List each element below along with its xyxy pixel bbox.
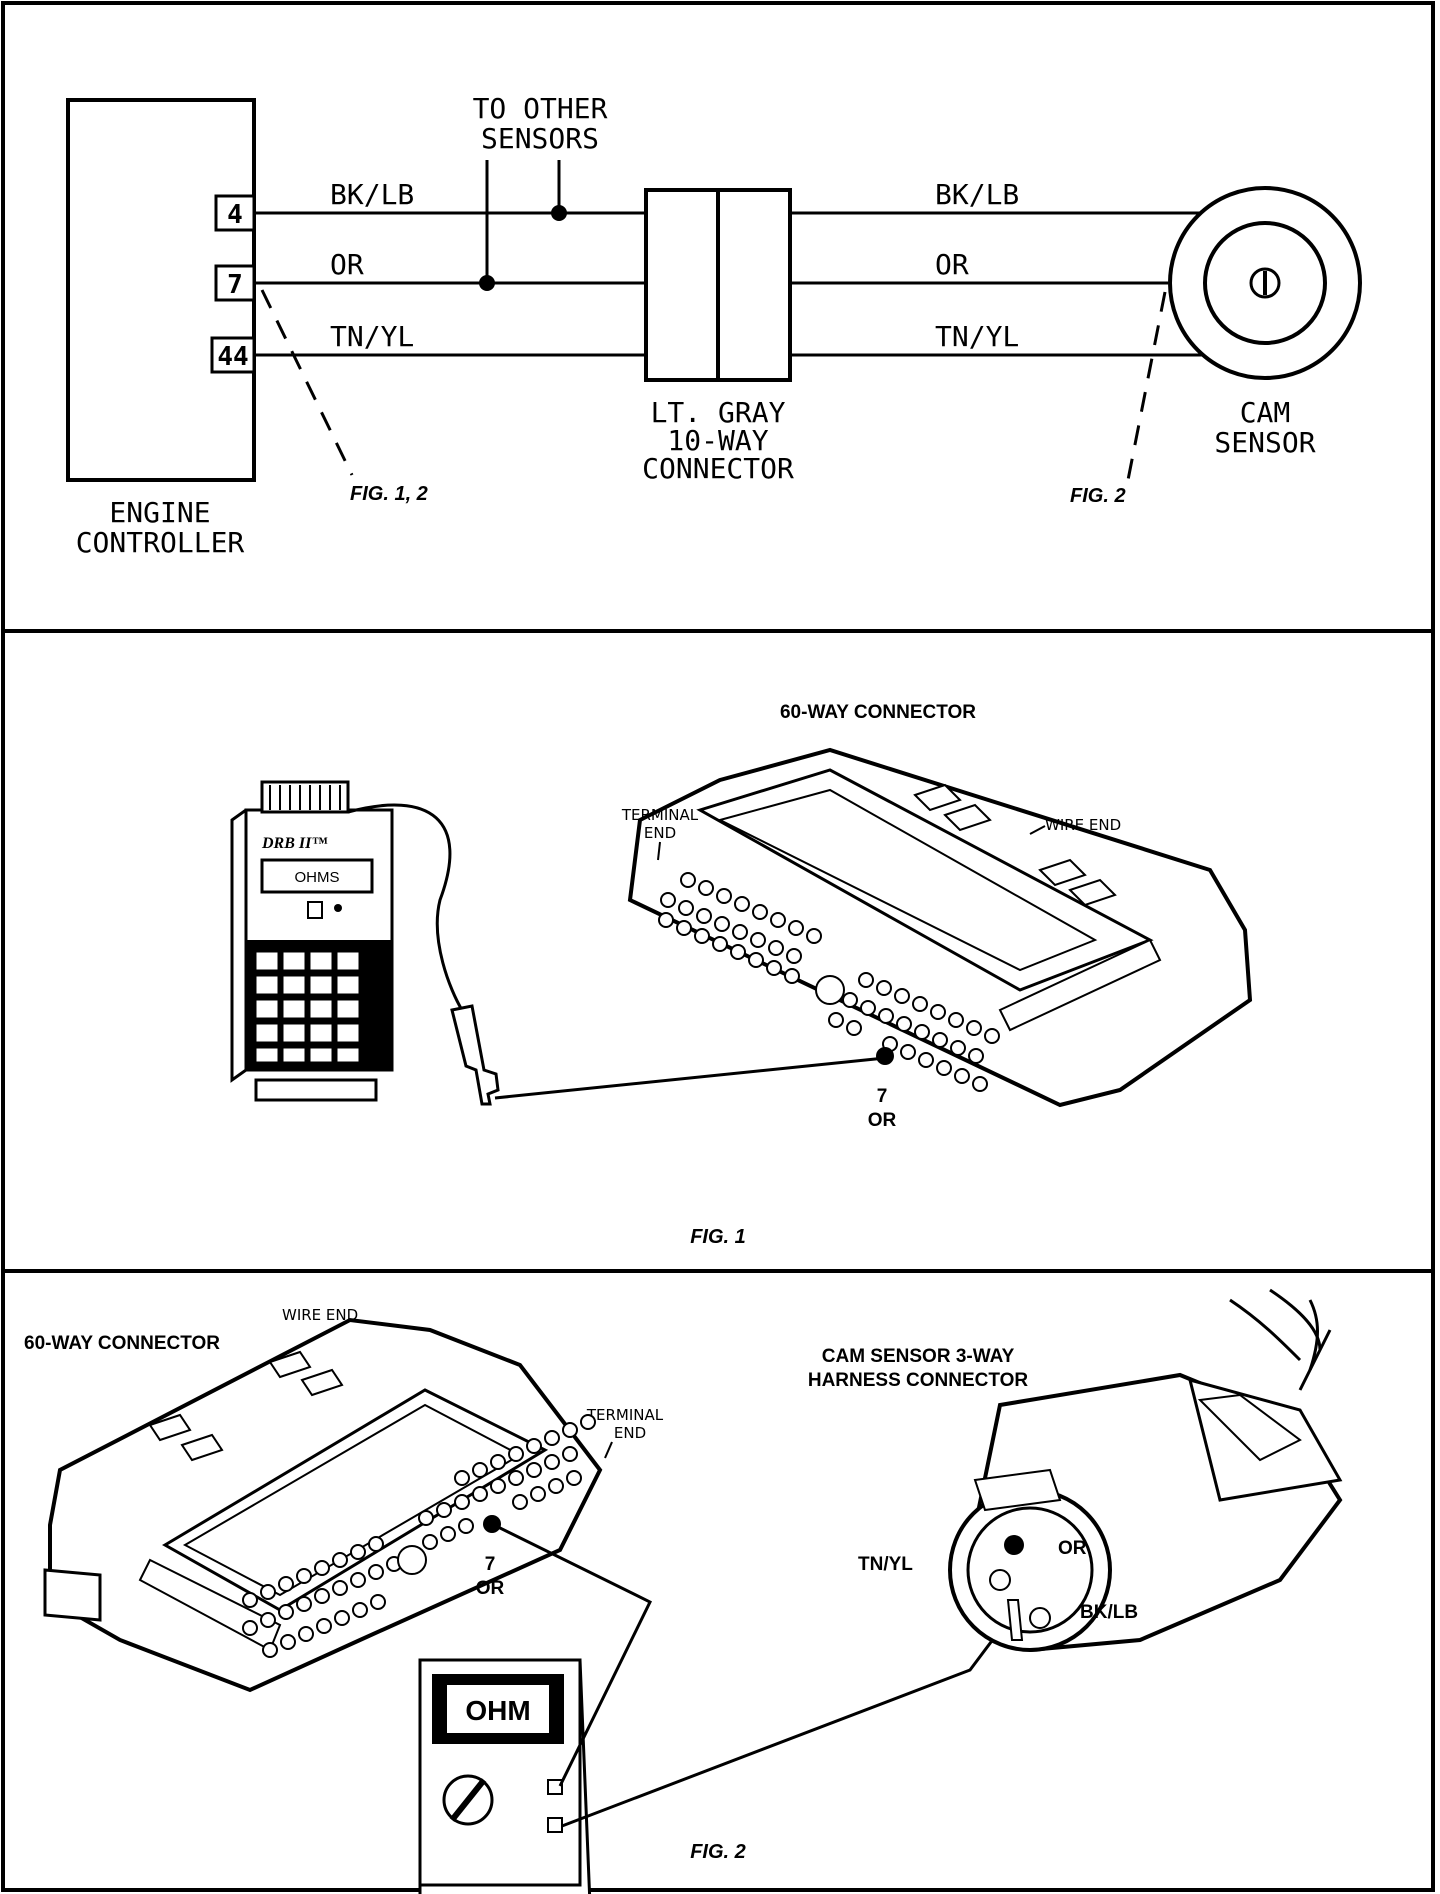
panel-fig2-frame (1, 1269, 1435, 1892)
cam-sensor-label-line2: SENSOR (1214, 426, 1315, 459)
fig2-title: 60-WAY CONNECTOR (24, 1333, 220, 1354)
wire-label-or-right: OR (935, 248, 969, 281)
connector-label-line2: 10-WAY (667, 424, 768, 457)
engine-controller-label-line1: ENGINE (109, 496, 210, 529)
fig-ref-left: FIG. 1, 2 (350, 483, 428, 505)
fig2-terminal-end-line1: TERMINAL (586, 1406, 664, 1424)
splice-dot-or (479, 275, 495, 291)
wire-label-bklb-right: BK/LB (935, 178, 1019, 211)
fig2-pin-color: OR (476, 1578, 505, 1599)
meter-lead-a (491, 1522, 653, 1787)
harness-label-or: OR (1058, 1538, 1087, 1559)
harness-or-terminal (1004, 1535, 1024, 1555)
fig2-connector (43, 1317, 603, 1693)
fig1-connector (627, 747, 1253, 1108)
probe-to-pin-line (494, 1056, 886, 1100)
harness-label-tnyl: TN/YL (858, 1554, 913, 1575)
fig1-terminal-end-line2: END (644, 824, 676, 842)
fig1-pin-7-dot (876, 1047, 894, 1065)
fig1-terminal-end-line1: TERMINAL (621, 806, 699, 824)
wire-label-or-left: OR (330, 248, 364, 281)
harness-title-line2: HARNESS CONNECTOR (808, 1370, 1029, 1391)
fig1-caption: FIG. 1 (690, 1226, 746, 1248)
tester-screen (260, 858, 374, 894)
cam-harness-connector (948, 1288, 1343, 1653)
pin-label-4: 4 (227, 200, 243, 230)
fig1-pin-color: OR (868, 1110, 897, 1131)
fig2-wire-end: WIRE END (282, 1306, 358, 1324)
fig2-terminal-end-line2: END (614, 1424, 646, 1442)
meter-lead-b (561, 1589, 1032, 1828)
cam-sensor-label-line1: CAM (1240, 396, 1291, 429)
probe-cable (347, 803, 464, 1011)
wire-label-tnyl-left: TN/YL (330, 320, 414, 353)
fig1-pin-number: 7 (877, 1086, 888, 1107)
wire-label-bklb-left: BK/LB (330, 178, 414, 211)
pin-label-7: 7 (227, 270, 243, 300)
splice-dot-bklb (551, 205, 567, 221)
ohmmeter: OHM (418, 1658, 592, 1894)
ten-way-connector-left-half (644, 188, 720, 382)
pin-label-44: 44 (217, 342, 248, 372)
meter-display: OHM (465, 1695, 530, 1726)
fig2-pin-number: 7 (485, 1554, 496, 1575)
dashed-ref-right (1126, 291, 1167, 481)
fig1: 60-WAY CONNECTOR DRB II™ OHMS (230, 702, 1253, 1248)
fig-ref-right: FIG. 2 (1070, 485, 1126, 507)
connector-label-line3: CONNECTOR (642, 452, 794, 485)
fig2: 60-WAY CONNECTOR WIRE END TERMINAL END (24, 1288, 1343, 1894)
fig1-title: 60-WAY CONNECTOR (780, 702, 976, 723)
engine-controller-label-line2: CONTROLLER (76, 526, 245, 559)
wire-label-tnyl-right: TN/YL (935, 320, 1019, 353)
tester-display-text: OHMS (295, 869, 340, 886)
tester-brand: DRB II™ (261, 835, 328, 852)
to-other-sensors-line1: TO OTHER (473, 92, 608, 125)
pin-box-4 (214, 194, 256, 232)
dashed-ref-left (260, 289, 354, 476)
harness-title-line1: CAM SENSOR 3-WAY (822, 1346, 1015, 1367)
connector-label-line1: LT. GRAY (651, 396, 786, 429)
fig2-caption: FIG. 2 (690, 1841, 746, 1863)
schematic: 4 7 44 BK/LB OR TN/YL TO OTHER SENSORS L… (66, 92, 1362, 559)
drb-tester: DRB II™ OHMS (230, 780, 394, 1102)
ten-way-connector-right-half (716, 188, 792, 382)
to-other-sensors-line2: SENSORS (481, 122, 599, 155)
probe (450, 1004, 500, 1106)
fig1-wire-end: WIRE END (1045, 816, 1121, 834)
harness-label-bklb: BK/LB (1080, 1602, 1138, 1623)
